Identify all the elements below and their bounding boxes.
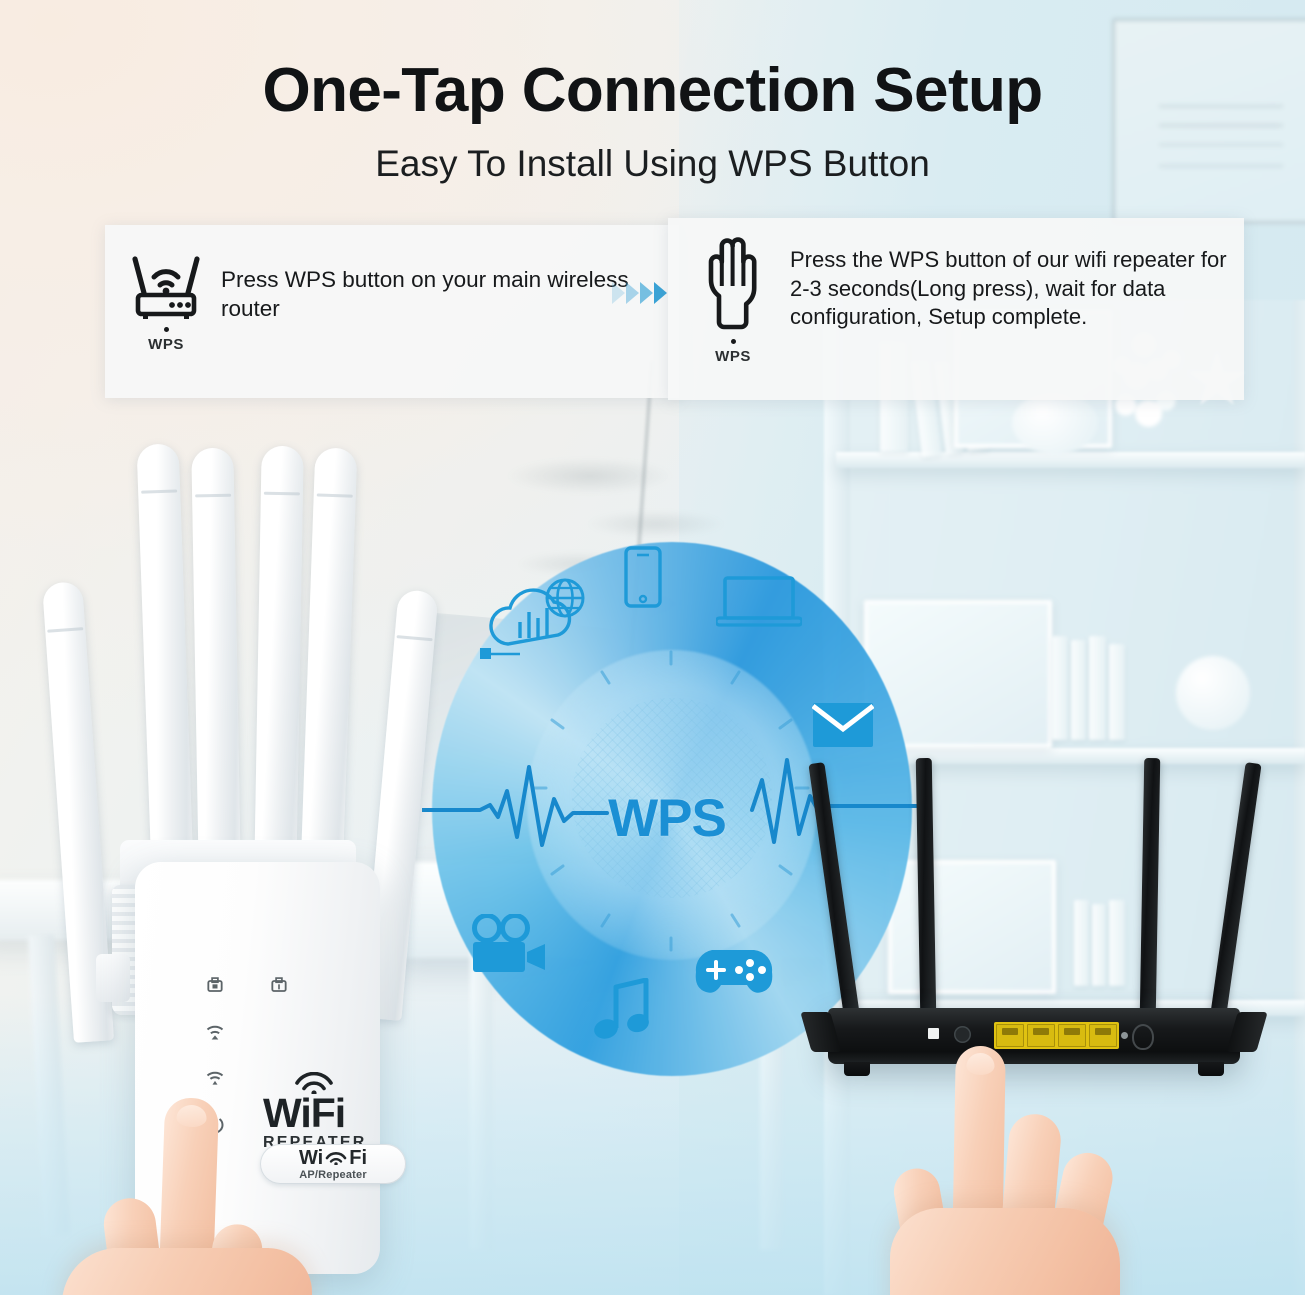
led-row-wifi-2g: [205, 1022, 315, 1042]
router-reset-pinhole: [1121, 1032, 1128, 1039]
lan-port[interactable]: [1058, 1024, 1086, 1047]
router-antenna-3: [1139, 757, 1161, 1017]
repeater-antenna-2: [191, 447, 241, 873]
shelf-books: [1074, 900, 1144, 986]
router-power-jack: [928, 1028, 939, 1039]
shelf-picture-frame: [888, 860, 1056, 994]
router-foot: [844, 1062, 870, 1076]
step-2-icon-group: WPS: [690, 232, 776, 365]
shelf-books: [1052, 636, 1132, 740]
smartphone-icon: [624, 546, 662, 608]
chevron-right-icon: [612, 282, 625, 304]
repeater-antenna-4: [300, 447, 358, 873]
wps-center-label: WPS: [608, 789, 727, 848]
video-camera-icon: [472, 914, 545, 972]
page-subtitle: Easy To Install Using WPS Button: [375, 143, 930, 184]
repeater-brandmark: WiFi REPEATER: [263, 1072, 367, 1152]
palm: [890, 1208, 1120, 1295]
instruction-card-step-1: WPS Press WPS button on your main wirele…: [105, 225, 679, 398]
repeater-power-plug: [96, 954, 130, 1002]
step-2-text: Press the WPS button of our wifi repeate…: [790, 247, 1227, 330]
wan-led-icon: [271, 977, 287, 992]
hand-press-wps-icon: [708, 237, 757, 330]
router-power-icon: [1132, 1024, 1154, 1050]
wps-button-label-left: Wi: [298, 1146, 324, 1169]
router-wps-button[interactable]: [954, 1026, 971, 1043]
main-wireless-router: [800, 740, 1270, 1100]
lan-port[interactable]: [1089, 1024, 1117, 1047]
shelf-vase-round: [1176, 656, 1250, 730]
wifi-2g-led-icon: [206, 1025, 224, 1040]
lan-led-icon: [207, 977, 223, 992]
game-controller-icon: [695, 950, 773, 993]
step-1-icon-group: WPS: [123, 243, 209, 353]
page-title: One-Tap Connection Setup: [262, 56, 1043, 125]
halo-mesh-pattern: [572, 698, 772, 898]
background-whiteboard-frame: [1112, 18, 1305, 224]
chevron-right-icon: [640, 282, 653, 304]
router-wps-icon: [132, 256, 200, 319]
repeater-wps-button-sub: AP/Repeater: [299, 1168, 367, 1181]
shelf-side: [1294, 300, 1305, 1295]
lan-port[interactable]: [996, 1024, 1024, 1047]
led-row-top: [205, 976, 315, 996]
music-note-icon: [594, 978, 649, 1039]
cloud-analytics-icon: [480, 578, 585, 659]
repeater-wps-button-label: Wi Fi: [299, 1148, 367, 1168]
repeater-antenna-3: [254, 445, 304, 873]
chevron-right-icon: [626, 282, 639, 304]
palm: [62, 1248, 312, 1295]
router-antenna-1: [808, 762, 860, 1016]
instruction-card-step-2: WPS Press the WPS button of our wifi rep…: [668, 218, 1244, 400]
lan-port[interactable]: [1027, 1024, 1055, 1047]
wps-indicator-dot: [730, 339, 736, 344]
email-envelope-icon: [812, 703, 874, 747]
laptop-icon: [716, 576, 802, 627]
hand-pressing-repeater-button: [48, 1097, 338, 1295]
wps-button-label-right: Fi: [349, 1146, 368, 1169]
repeater-antenna-1: [136, 443, 194, 873]
router-lan-port-group: [994, 1022, 1119, 1049]
wps-connection-halo: WPS: [422, 520, 922, 1100]
router-body: [828, 1008, 1240, 1076]
wps-indicator-dot: [163, 327, 169, 332]
shelf-vase: [1012, 392, 1098, 454]
router-foot: [1198, 1062, 1224, 1076]
wifi-arc-small-icon: [325, 1151, 347, 1165]
router-antenna-4: [1210, 762, 1262, 1016]
router-antenna-2: [915, 757, 937, 1017]
shelf-board: [836, 748, 1305, 764]
hand-pressing-router-button: [876, 1040, 1176, 1295]
led-row-wifi-5g: [205, 1068, 315, 1088]
repeater-wps-button[interactable]: Wi Fi AP/Repeater: [260, 1144, 406, 1184]
halo-radial-dashes: [532, 650, 810, 952]
flow-arrow-chevrons: [612, 282, 667, 304]
repeater-brand-name: WiFi: [263, 1090, 346, 1136]
step-1-icon-caption: WPS: [148, 336, 184, 353]
chevron-right-icon: [654, 282, 667, 304]
step-2-icon-caption: WPS: [715, 348, 751, 365]
wifi-arc-icon: [295, 1072, 333, 1094]
shelf-board: [836, 452, 1305, 468]
step-1-text: Press WPS button on your main wireless r…: [221, 267, 629, 322]
wifi-5g-led-icon: [206, 1071, 224, 1085]
